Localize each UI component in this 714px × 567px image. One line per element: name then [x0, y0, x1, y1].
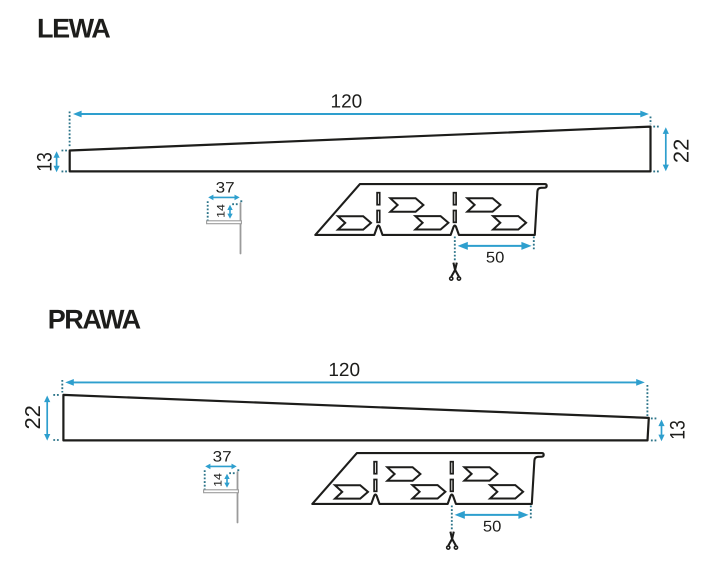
svg-text:PRAWA: PRAWA [48, 304, 141, 334]
svg-text:37: 37 [213, 449, 232, 466]
svg-text:14: 14 [213, 473, 225, 487]
svg-text:50: 50 [483, 518, 502, 535]
svg-text:22: 22 [21, 405, 45, 430]
svg-text:37: 37 [216, 180, 235, 197]
svg-text:LEWA: LEWA [37, 13, 110, 43]
svg-text:120: 120 [331, 92, 363, 113]
svg-text:13: 13 [34, 152, 57, 172]
svg-text:13: 13 [667, 420, 690, 440]
svg-text:120: 120 [328, 360, 360, 381]
svg-text:50: 50 [486, 249, 505, 266]
svg-text:14: 14 [216, 204, 228, 218]
svg-text:22: 22 [670, 139, 694, 164]
